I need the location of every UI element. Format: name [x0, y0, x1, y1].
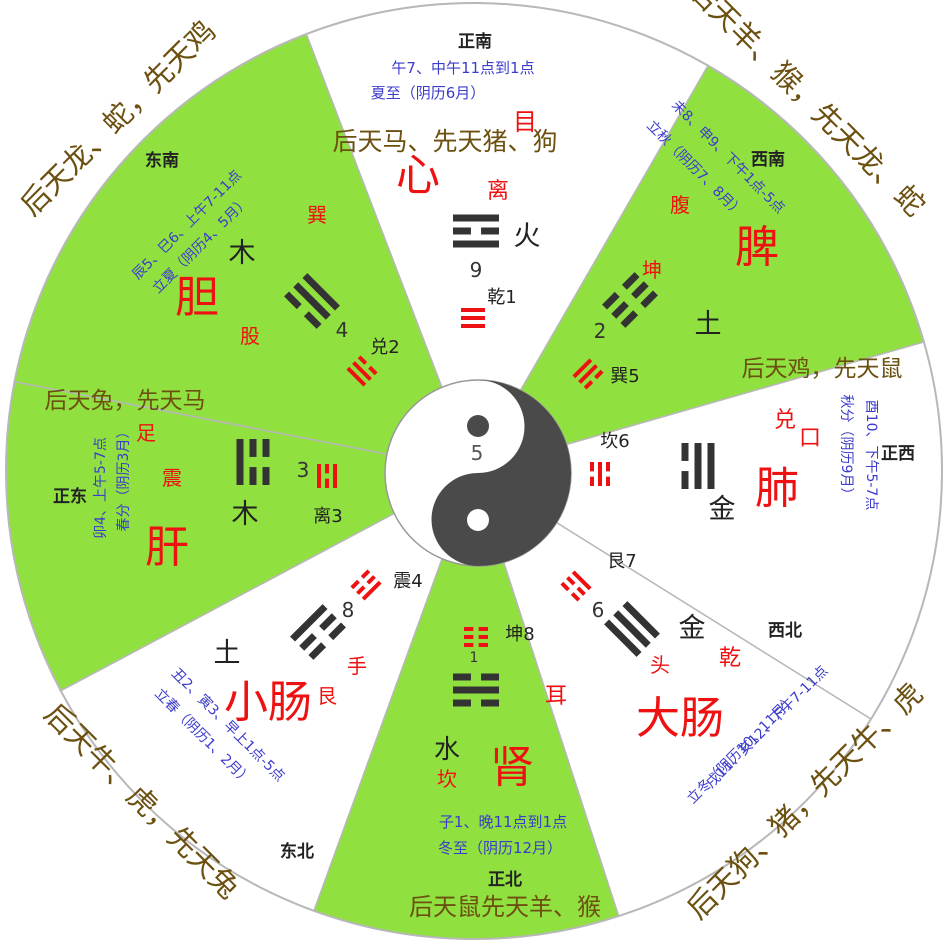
direction-south: 正南 [458, 31, 492, 52]
time-east: 卯4、上午5-7点 [93, 437, 109, 539]
organ-southwest: 脾 [735, 222, 779, 273]
element-north: 水 [434, 735, 460, 765]
innate-south: 乾1 [487, 287, 516, 308]
direction-southeast: 东南 [145, 150, 179, 171]
organ-southeast: 胆 [175, 272, 219, 323]
trigram-gen-icon [290, 604, 346, 660]
element-northwest: 金 [679, 613, 706, 644]
direction-north: 正北 [488, 870, 522, 890]
trigram-name-southwest: 坤 [642, 258, 662, 282]
innate-northwest: 艮7 [607, 551, 636, 572]
body-southeast: 股 [240, 324, 260, 348]
innate-west: 坎6 [600, 431, 629, 452]
innate-xun-icon [572, 358, 604, 390]
time-west: 酉10、下午5-7点 [863, 400, 879, 511]
season-south: 夏至（阴历6月） [371, 84, 486, 102]
trigram-xun-icon [284, 273, 340, 329]
zodiac-north: 后天鼠先天羊、猴 [409, 893, 601, 921]
element-southeast: 木 [229, 238, 256, 269]
element-east: 木 [232, 499, 259, 530]
element-northeast: 土 [214, 638, 241, 669]
organ-west: 肺 [755, 463, 799, 514]
number-northwest: 6 [592, 598, 605, 622]
yin-yang-symbol [384, 379, 572, 567]
innate-southwest: 巽5 [610, 366, 639, 387]
trigram-name-northeast: 艮 [317, 684, 337, 708]
organ-north: 肾 [490, 742, 534, 793]
direction-southwest: 西南 [751, 149, 785, 170]
season-west: 秋分（阴历9月） [838, 395, 854, 502]
innate-southeast: 兑2 [370, 337, 399, 358]
sense-south: 目 [513, 108, 537, 136]
body-southwest: 腹 [670, 193, 690, 217]
innate-li-icon [317, 464, 337, 488]
sector-north: 坤8 1 耳 水 肾 坎 子1、晚11点到1点 冬至（阴历12月） 正北 后天鼠… [409, 624, 601, 921]
element-southwest: 土 [695, 309, 722, 340]
wheel-rim [5, 2, 943, 940]
body-northeast: 手 [347, 654, 367, 678]
trigram-name-northwest: 乾 [719, 646, 741, 671]
organ-south: 心 [396, 150, 440, 201]
trigram-zhen-icon [236, 439, 270, 486]
innate-kun-icon [464, 627, 488, 647]
body-east: 足 [136, 421, 156, 445]
number-southeast: 4 [336, 318, 349, 342]
trigram-dui-icon [681, 442, 715, 489]
direction-west: 正西 [881, 444, 915, 464]
number-north: 1 [470, 650, 479, 666]
sense-west: 口 [799, 426, 821, 451]
trigram-li-icon [453, 214, 499, 248]
direction-northwest: 西北 [768, 621, 802, 641]
number-northeast: 8 [342, 598, 355, 622]
sense-north: 耳 [545, 684, 567, 709]
trigram-name-east: 震 [162, 466, 182, 490]
trigram-qian-icon [604, 601, 660, 657]
zodiac-east: 后天兔，先天马 [45, 388, 206, 414]
zodiac-south: 后天马、先天猪、狗 [332, 127, 557, 156]
innate-north: 坤8 [505, 624, 534, 645]
innate-east: 离3 [313, 506, 342, 527]
sector-east: 后天兔，先天马 足 震 卯4、上午5-7点 春分（阴历3月） 正东 肝 木 3 … [45, 388, 343, 573]
time-south: 午7、中午11点到1点 [391, 59, 534, 77]
sector-south: 正南 午7、中午11点到1点 夏至（阴历6月） 后天马、先天猪、狗 心 目 离 … [332, 31, 557, 308]
innate-zhen-icon [350, 569, 382, 601]
innate-qian-icon [461, 308, 485, 328]
direction-east: 正东 [53, 486, 87, 507]
number-east: 3 [297, 458, 310, 482]
trigram-kan-icon [453, 673, 499, 707]
direction-northeast: 东北 [280, 841, 314, 862]
innate-dui-icon [346, 355, 378, 387]
innate-kan-icon [590, 462, 610, 486]
body-northwest: 头 [650, 653, 670, 677]
element-west: 金 [709, 494, 736, 525]
element-south: 火 [514, 221, 541, 252]
innate-gen-icon [560, 570, 592, 602]
time-north: 子1、晚11点到1点 [439, 813, 567, 831]
number-south: 9 [470, 258, 483, 282]
trigram-symbols [236, 214, 715, 707]
number-southwest: 2 [594, 319, 607, 343]
zodiac-west: 后天鸡，先天鼠 [742, 356, 903, 382]
trigram-name-southeast: 巽 [307, 203, 327, 227]
center-number: 5 [471, 441, 484, 465]
season-north: 冬至（阴历12月） [438, 839, 562, 857]
sector-west: 后天鸡，先天鼠 酉10、下午5-7点 秋分（阴历9月） 正西 兑 口 肺 金 坎… [600, 356, 915, 525]
season-east: 春分（阴历3月） [116, 425, 132, 532]
organ-northwest: 大肠 [636, 693, 724, 744]
organ-east: 肝 [145, 522, 189, 573]
trigram-name-west: 兑 [774, 408, 796, 433]
trigram-name-south: 离 [487, 179, 509, 204]
trigram-kun-icon [602, 272, 658, 328]
trigram-name-north: 坎 [437, 767, 457, 791]
innate-northeast: 震4 [393, 571, 422, 592]
organ-northeast: 小肠 [224, 677, 312, 728]
wheel-sectors [5, 2, 943, 940]
